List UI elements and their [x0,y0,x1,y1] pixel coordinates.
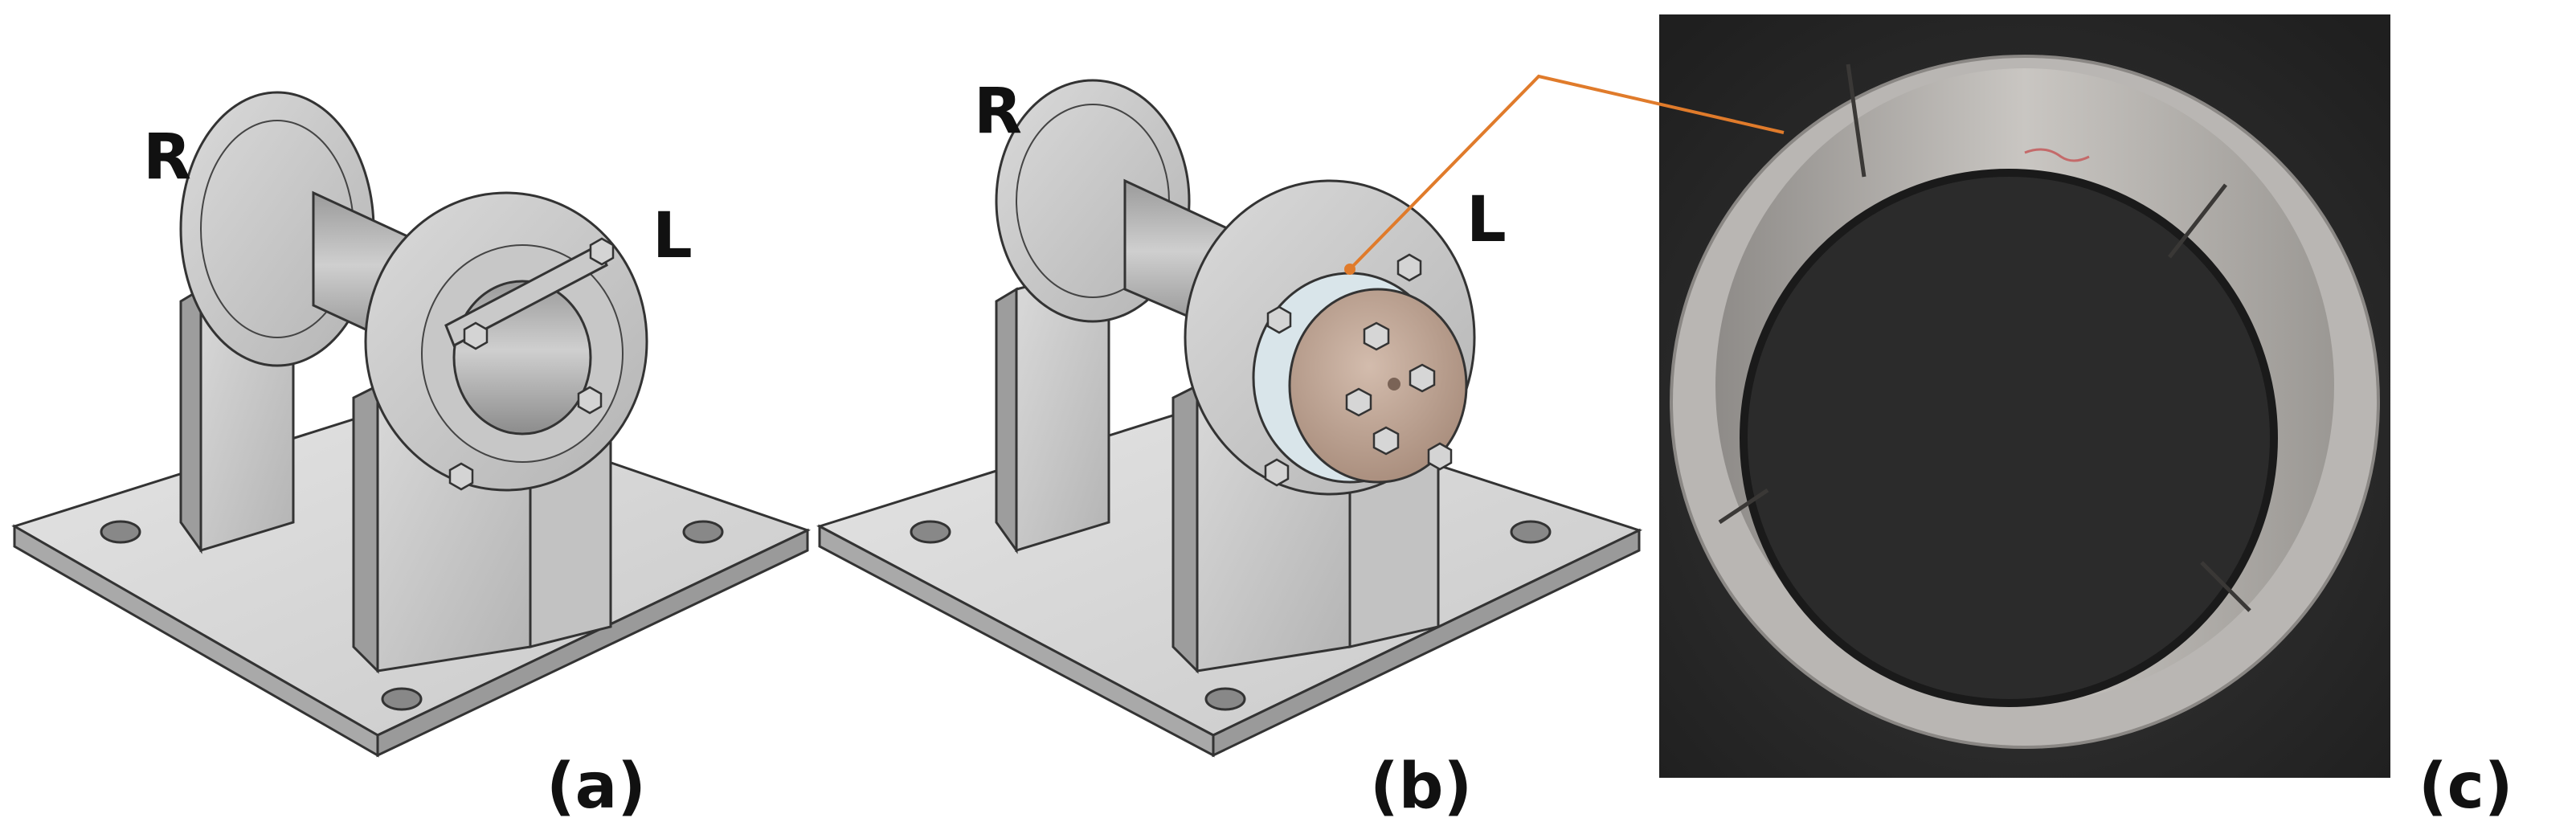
bolt-icon [589,237,615,266]
panel-a-retaining-strap [444,243,608,348]
panel-a-caption: (a) [546,750,646,823]
panel-a-mount-hole [381,687,423,711]
bolt-icon [1409,363,1436,393]
segment-seam [2168,183,2227,259]
bolt-icon [1396,253,1422,282]
panel-b-caption: (b) [1370,750,1472,823]
panel-a-bolts [448,237,615,491]
panel-b-mount-hole [1510,520,1552,544]
panel-a-base-plate-edge-right [376,528,809,758]
panel-b-disc-center-hole [1388,378,1400,391]
panel-c-ring-opening [1744,173,2274,703]
callout-line [1348,74,1785,271]
panel-c-segment-seams [1718,63,2251,612]
segment-seam [2200,561,2251,612]
panel-a-rear-support-side [179,287,202,554]
panel-c-ring-opening-shadow [1740,169,2278,707]
panel-b-bronze-disc [1288,288,1468,484]
panel-b-mount-hole [910,520,951,544]
panel-a-label-r: R [143,121,191,194]
panel-c-photo [1659,14,2390,778]
bolt-icon [1266,305,1292,334]
panel-a-label-l: L [652,200,693,272]
panel-a-front-support-side [352,383,379,674]
segment-seam [1846,63,1867,178]
panel-b-mount-hole [1204,687,1246,711]
bolt-icon [463,321,489,350]
panel-b-front-support-side [1171,383,1199,674]
panel-b-disc-bolts [1345,321,1436,456]
panel-a-mount-hole [100,520,141,544]
bolt-icon [448,462,474,491]
segment-seam [1718,488,1769,525]
panel-b-label-r: R [974,76,1022,148]
bolt-icon [1363,321,1390,351]
bolt-icon [1372,426,1400,456]
panel-b-rear-support-side [995,287,1018,554]
bolt-icon [1427,442,1453,471]
bolt-icon [1345,387,1372,417]
panel-a-mount-hole [682,520,724,544]
panel-c-marker-scribble [2024,148,2090,162]
panel-c-caption: (c) [2419,750,2513,823]
panel-a-assembly [11,91,811,758]
panel-b-assembly [816,79,1643,758]
panel-b-label-l: L [1466,184,1507,256]
bolt-icon [577,386,603,415]
panel-b-flange-bolts [1264,253,1453,487]
panel-b-base-plate-edge-right [1212,528,1641,758]
callout-anchor-dot [1344,264,1355,275]
bolt-icon [1264,458,1290,487]
